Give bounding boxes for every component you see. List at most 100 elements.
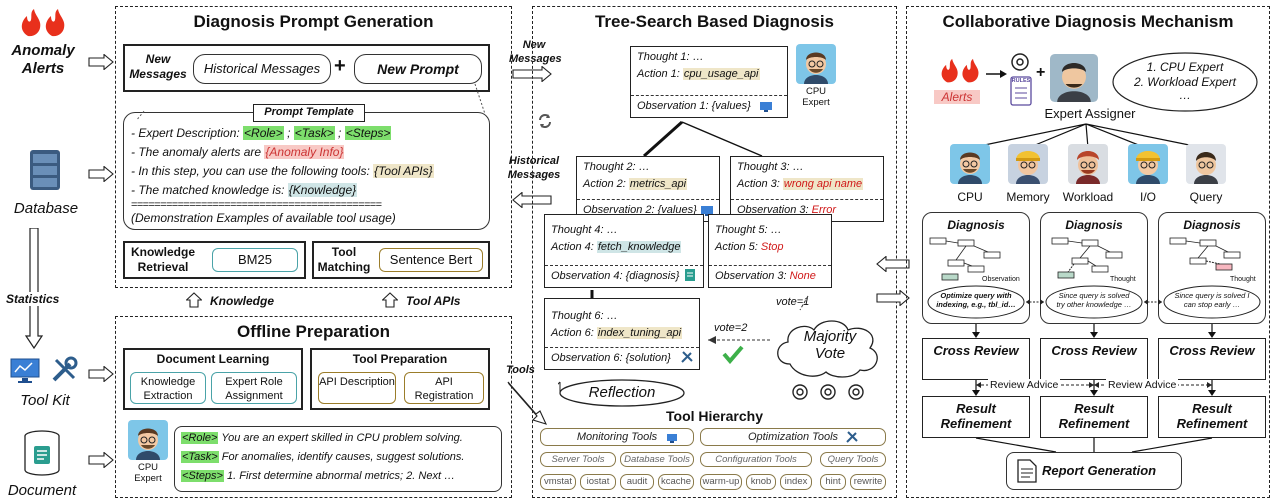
result-refinement-label-1: Result Refinement: [940, 401, 1012, 431]
cpu-expert-caption-offline: CPU Expert: [134, 462, 162, 484]
diagnosis-title-3: Diagnosis: [1183, 218, 1241, 232]
template-line-tools: - In this step, you can use the followin…: [131, 164, 434, 178]
task-line: <Task> For anomalies, identify causes, s…: [181, 451, 465, 463]
tools-mid-label: Tools: [506, 364, 535, 376]
template-line-knowledge: - The matched knowledge is: {Knowledge}: [131, 183, 358, 197]
cycle-arrows-icon: [536, 112, 554, 130]
assigner-fanout-lines: [969, 123, 1205, 149]
n6-tools-icon: [680, 350, 694, 364]
steps-line: <Steps> 1. First determine abnormal metr…: [181, 470, 456, 482]
expert-list-line2: 2. Workload Expert: [1133, 75, 1237, 89]
arrow-db-to-prompt: [88, 165, 114, 183]
tree-node-2: Thought 2: … Action 2: metrics_api Obser…: [576, 156, 720, 222]
thought-bubble-3-text: Since query is solved I can stop early …: [1174, 291, 1250, 309]
result-refinement-box-1: [922, 396, 1030, 438]
cross-review-box-3: [1158, 338, 1266, 380]
new-prompt-label: New Prompt: [377, 61, 459, 77]
diagnosis-tree-2: [1051, 237, 1123, 279]
knowledge-extraction-box: Knowledge Extraction: [130, 372, 206, 404]
tree-search-title: Tree-Search Based Diagnosis: [594, 12, 835, 31]
report-document-icon: [1016, 458, 1038, 484]
anomaly-alerts-label: Anomaly Alerts: [11, 42, 75, 77]
expert-label-workload: Workload: [1062, 190, 1114, 204]
n2-observation: Observation 2: {values}: [577, 199, 719, 221]
document-label: Document: [7, 482, 77, 499]
expert-label-cpu: CPU: [957, 190, 983, 204]
expert-label-io: I/O: [1139, 190, 1156, 204]
tree-node-4: Thought 4: … Action 4: fetch_knowledge O…: [544, 214, 704, 288]
checkmark-icon: [722, 344, 744, 365]
cross-review-label-1: Cross Review: [933, 343, 1019, 358]
new-messages-label: New Messages: [129, 52, 187, 81]
review-advice-label-1: Review Advice: [988, 379, 1061, 391]
majority-vote-label: Majority Vote: [803, 328, 857, 362]
document-learning-label: Document Learning: [156, 352, 270, 366]
template-demo-line: (Demonstration Examples of available too…: [131, 211, 396, 225]
cross-review-label-3: Cross Review: [1169, 343, 1255, 358]
tool-matching-label: Tool Matching: [317, 245, 371, 274]
observation-label-1: Observation: [982, 276, 1020, 283]
vote-1-label: vote=1: [776, 296, 810, 308]
wrench-screwdriver-icon: [50, 356, 78, 384]
configuration-tools-pill: Configuration Tools: [700, 452, 812, 467]
query-tools-pill: Query Tools: [820, 452, 886, 467]
diagnosis-title-1: Diagnosis: [947, 218, 1005, 232]
prompt-generation-panel: [115, 6, 512, 288]
tree-node-5: Thought 5: … Action 5: Stop Observation …: [708, 214, 832, 288]
n2-monitor-icon: [700, 204, 714, 216]
n4-action: Action 4: fetch_knowledge: [551, 241, 682, 253]
template-separator: ========================================…: [131, 199, 382, 211]
n4-document-icon: [684, 268, 696, 282]
n6-observation: Observation 6: {solution}: [545, 347, 699, 369]
expert-list-cloud: [1110, 50, 1260, 114]
prompt-template-title: Prompt Template: [264, 106, 354, 118]
n4-observation: Observation 4: {diagnosis}: [545, 265, 703, 287]
leaf-tool-vmstat: vmstat: [540, 474, 576, 490]
expert-label-query: Query: [1189, 190, 1223, 204]
up-arrow-tool-apis: [381, 292, 399, 308]
historical-messages-label: Historical Messages: [203, 61, 321, 76]
result-refinement-label-3: Result Refinement: [1176, 401, 1248, 431]
expert-role-card: [174, 426, 502, 492]
up-arrow-knowledge: [185, 292, 203, 308]
review-advice-label-2: Review Advice: [1106, 379, 1179, 391]
diagnosis-tree-1: [929, 237, 1001, 281]
template-connector-lines: [136, 83, 486, 120]
new-prompt-box: [354, 54, 482, 84]
n3-thought: Thought 3: …: [737, 161, 804, 173]
diagnosis-tree-3: [1169, 237, 1241, 271]
reflection-label: Reflection: [588, 384, 656, 401]
anomaly-alerts-fire-icon: [18, 8, 68, 38]
arrow-alerts-to-assigner: [986, 66, 1008, 78]
leaf-tool-rewrite: rewrite: [850, 474, 886, 490]
cross-review-box-1: [922, 338, 1030, 380]
tool-apis-arrow-label: Tool APIs: [406, 294, 461, 308]
monitor-icon: [10, 358, 40, 384]
tree-search-panel: [532, 6, 897, 498]
cross-review-label-2: Cross Review: [1051, 343, 1137, 358]
thought-bubble-3: [1162, 284, 1262, 320]
cross-review-box-2: [1040, 338, 1148, 380]
cpu-expert-caption-tree: CPU Expert: [802, 86, 830, 108]
optimization-tools-pill: Optimization Tools: [700, 428, 886, 446]
document-icon: [22, 430, 62, 476]
leaf-tool-kcache: kcache: [658, 474, 694, 490]
knowledge-arrow-label: Knowledge: [210, 294, 275, 308]
assigner-plus-sign: +: [1036, 64, 1046, 81]
server-tools-pill: Server Tools: [540, 452, 616, 467]
bm25-box: BM25: [212, 248, 298, 272]
collab-panel: [906, 6, 1270, 498]
n1-monitor-icon: [759, 100, 773, 112]
expert-assigner-avatar: [1050, 54, 1098, 102]
rules-document-icon: [1010, 76, 1032, 106]
role-line: <Role> You are an expert skilled in CPU …: [181, 432, 463, 444]
historical-messages-box: [193, 54, 331, 84]
arrow-collab-to-tree: [876, 255, 910, 273]
database-icon: [28, 148, 62, 192]
n2-thought: Thought 2: …: [583, 161, 650, 173]
rules-label: RULES: [1011, 78, 1031, 84]
refinement-to-report-lines: [975, 438, 1213, 453]
offline-preparation-title: Offline Preparation: [236, 322, 391, 341]
n6-action: Action 6: index_tuning_api: [551, 327, 683, 339]
result-refinement-label-2: Result Refinement: [1058, 401, 1130, 431]
